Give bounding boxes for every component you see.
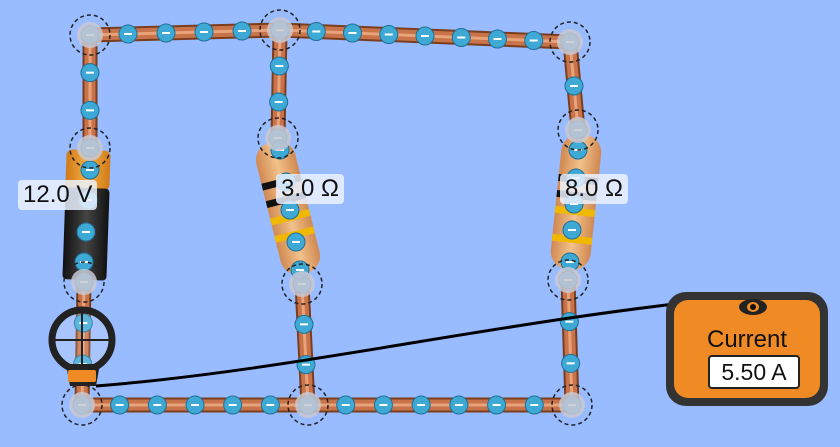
junction-handle[interactable] [557,109,599,151]
electron [564,76,584,96]
junction-handle[interactable] [69,14,111,56]
junction-handle[interactable] [287,384,329,426]
electron [110,395,130,415]
electron [118,24,138,44]
electron [488,29,507,49]
electron [343,23,362,43]
electron [80,63,100,83]
probe-cable [95,294,749,388]
junction[interactable] [557,29,583,55]
junction-handle[interactable] [69,127,111,169]
electron [451,28,471,47]
battery-voltage-label: 12.0 V [18,180,98,210]
probe-indicator [68,370,96,382]
junction[interactable] [77,22,103,48]
junction-handle[interactable] [547,259,589,301]
junction-handle[interactable] [257,117,299,159]
junction[interactable] [265,125,291,151]
electron [306,22,326,41]
junction-handle[interactable] [259,9,301,51]
electron [562,220,582,240]
junction[interactable] [71,269,97,295]
electron [185,395,205,415]
electron [415,26,435,46]
electron [559,312,579,332]
electron [73,313,93,333]
wire-highlight [566,278,574,407]
electron [269,56,289,76]
electron [411,395,431,415]
electron [336,395,356,415]
electron [449,395,469,415]
electron [286,232,306,252]
junction[interactable] [555,267,581,293]
electron [294,314,314,334]
electron [80,100,100,120]
ammeter-probe[interactable] [48,306,116,386]
electron [524,31,544,50]
electron [223,395,243,415]
current-readout: 5.50 A [708,355,800,389]
junctions[interactable] [61,9,599,426]
junction[interactable] [267,17,293,43]
junction-handle[interactable] [63,261,105,303]
wires[interactable] [74,22,586,413]
electron [487,395,507,415]
electron [269,92,289,112]
junction-handle[interactable] [551,384,593,426]
junction[interactable] [565,117,591,143]
junction[interactable] [69,392,95,418]
resistor-2-label: 8.0 Ω [560,174,628,204]
junction[interactable] [295,392,321,418]
electron [379,25,399,44]
ammeter-face: Current 5.50 A [674,299,820,398]
junction[interactable] [559,392,585,418]
wire-highlight [276,28,282,140]
electron [156,23,176,43]
electron [373,395,393,415]
junction-handle[interactable] [281,263,323,305]
electron [76,222,96,242]
junction[interactable] [77,135,103,161]
electron [80,160,100,180]
electron [232,21,252,41]
junction[interactable] [289,271,315,297]
ammeter[interactable]: Current 5.50 A [666,292,828,406]
electron [260,395,280,415]
ammeter-title: Current [706,326,788,353]
electron [147,395,167,415]
resistor-1-label: 3.0 Ω [276,174,344,204]
junction-handle[interactable] [549,21,591,63]
electron [194,22,214,42]
electron [524,395,544,415]
probe-port-icon [739,299,767,315]
electron [561,353,581,373]
